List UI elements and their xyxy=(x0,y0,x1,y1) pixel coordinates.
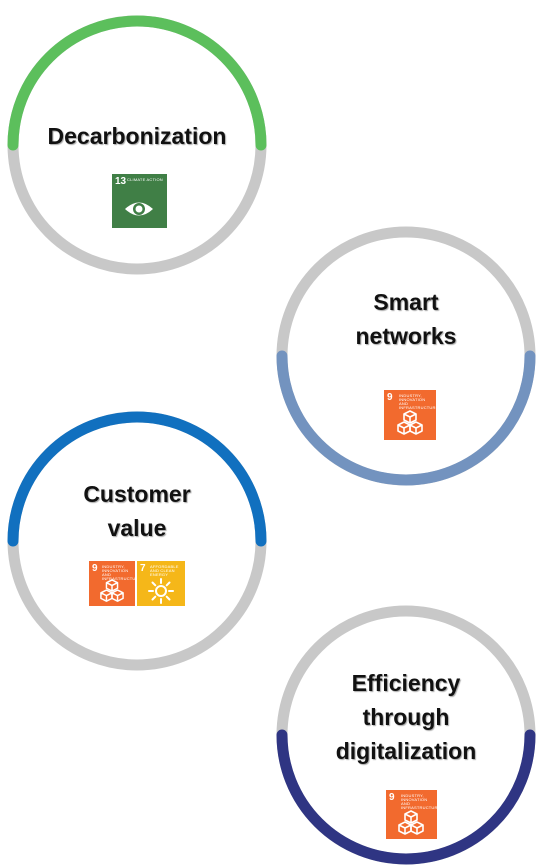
ring-accent-smart-networks xyxy=(276,350,536,486)
cubes-icon xyxy=(398,810,424,835)
cubes-icon xyxy=(100,579,124,602)
sdg-7-energy-icon: 7 AFFORDABLE AND CLEAN ENERGY xyxy=(137,561,185,606)
ring-accent-efficiency xyxy=(276,729,536,865)
sdg-9-industry-icon: 9 INDUSTRY, INNOVATION AND INFRASTRUCTUR… xyxy=(89,561,141,606)
sdg-13-climate-action-icon: 13 CLIMATE ACTION xyxy=(112,174,167,228)
label-smart-networks: Smart networks xyxy=(355,289,457,349)
circle-efficiency xyxy=(276,605,536,865)
circle-decarbonization xyxy=(7,15,267,275)
circle-smart-networks xyxy=(276,226,536,486)
ring-accent-customer-value xyxy=(7,411,267,547)
sun-icon xyxy=(148,578,174,604)
label-decarbonization: Decarbonization xyxy=(47,123,227,149)
sdg-9-industry-icon: 9 INDUSTRY, INNOVATION AND INFRASTRUCTUR… xyxy=(384,390,438,440)
sdg-9-industry-icon: 9 INDUSTRY, INNOVATION AND INFRASTRUCTUR… xyxy=(386,790,440,839)
cubes-icon xyxy=(397,410,423,435)
eye-globe-icon xyxy=(125,202,153,216)
ring-accent-decarbonization xyxy=(7,15,267,151)
label-customer-value: Customer value xyxy=(83,481,191,541)
label-efficiency: Efficiency through digitalization xyxy=(335,670,477,764)
circle-customer-value xyxy=(7,411,267,671)
